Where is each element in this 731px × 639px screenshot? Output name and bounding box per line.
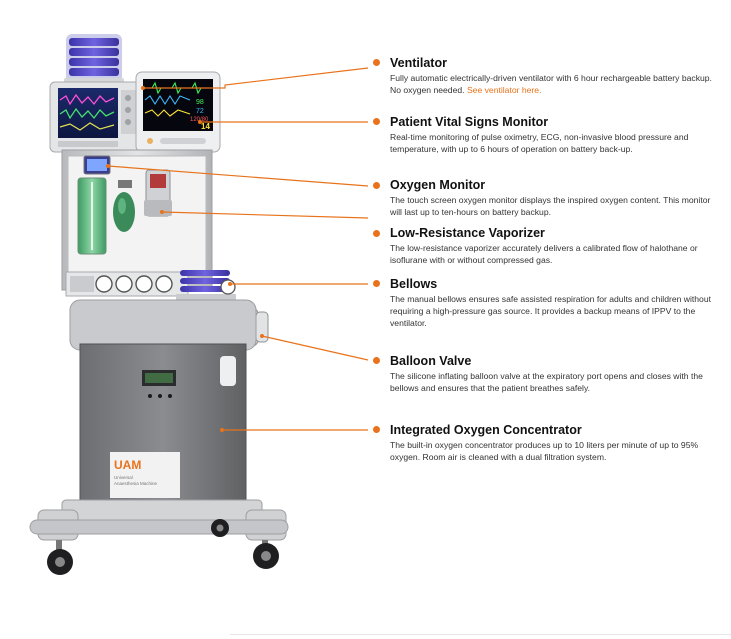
callout-title: Integrated Oxygen Concentrator — [390, 423, 582, 437]
callout-text: The low-resistance vaporizer accurately … — [390, 243, 698, 265]
leader-end-dots — [106, 86, 264, 432]
vital-signs-monitor: 98 72 120/80 14 — [135, 71, 221, 153]
callout-vaporizer: Low-Resistance Vaporizer The low-resista… — [390, 226, 720, 266]
callout-leader-lines — [107, 67, 369, 431]
callout-text: Real-time monitoring of pulse oximetry, … — [390, 132, 689, 154]
callout-balloon-valve: Balloon Valve The silicone inflating bal… — [390, 354, 720, 394]
monitor-readout-3: 120/80 — [190, 117, 209, 123]
callout-text: The built-in oxygen concentrator produce… — [390, 440, 699, 462]
callout-body: Fully automatic electrically-driven vent… — [390, 73, 712, 95]
machine-tower — [61, 149, 213, 297]
anesthesia-machine-illustration: 98 72 120/80 14 — [29, 34, 369, 575]
ventilator-bellows — [64, 34, 124, 88]
callout-title: Patient Vital Signs Monitor — [390, 115, 549, 129]
callout-text: The silicone inflating balloon valve at … — [390, 371, 703, 393]
callout-dot-vitals — [373, 118, 380, 125]
ventilator-unit — [49, 81, 141, 153]
callout-dot-bellows — [373, 280, 380, 287]
callout-dot-balloon-valve — [373, 357, 380, 364]
bottom-divider — [230, 634, 731, 635]
callout-text: The manual bellows ensures safe assisted… — [390, 294, 712, 328]
callout-dot-vaporizer — [373, 230, 380, 237]
callout-title: Balloon Valve — [390, 354, 472, 368]
monitor-readout-2: 72 — [196, 108, 204, 115]
oxygen-concentrator-cabinet: UAM Universal Anaesthesia Machine — [69, 299, 257, 505]
monitor-readout-1: 98 — [196, 99, 204, 106]
caster-wheels — [47, 519, 279, 575]
callout-text: The touch screen oxygen monitor displays… — [390, 195, 711, 217]
callout-dot-ventilator — [373, 59, 380, 66]
callout-title: Oxygen Monitor — [390, 178, 486, 192]
see-ventilator-link[interactable]: See ventilator here. — [466, 85, 542, 95]
callout-oxygen-monitor: Oxygen Monitor The touch screen oxygen m… — [390, 178, 720, 218]
callout-bellows: Bellows The manual bellows ensures safe … — [390, 277, 720, 329]
brand-logo-text: UAM — [114, 458, 141, 472]
brand-subtitle-1: Universal — [114, 475, 133, 480]
manual-bellows — [176, 270, 236, 302]
machine-base — [29, 499, 289, 541]
callout-oxygen-concentrator: Integrated Oxygen Concentrator The built… — [390, 423, 720, 463]
monitor-readout-4: 14 — [201, 122, 210, 131]
callout-dot-oxygen-monitor — [373, 182, 380, 189]
callout-vital-signs-monitor: Patient Vital Signs Monitor Real-time mo… — [390, 115, 720, 155]
callout-text: Fully automatic electrically-driven vent… — [390, 72, 720, 96]
callout-dot-concentrator — [373, 426, 380, 433]
brand-subtitle-2: Anaesthesia Machine — [114, 481, 158, 486]
callout-ventilator: Ventilator Fully automatic electrically-… — [390, 56, 720, 96]
callout-title: Ventilator — [390, 56, 447, 70]
callout-title: Low-Resistance Vaporizer — [390, 226, 545, 240]
callout-title: Bellows — [390, 277, 438, 291]
